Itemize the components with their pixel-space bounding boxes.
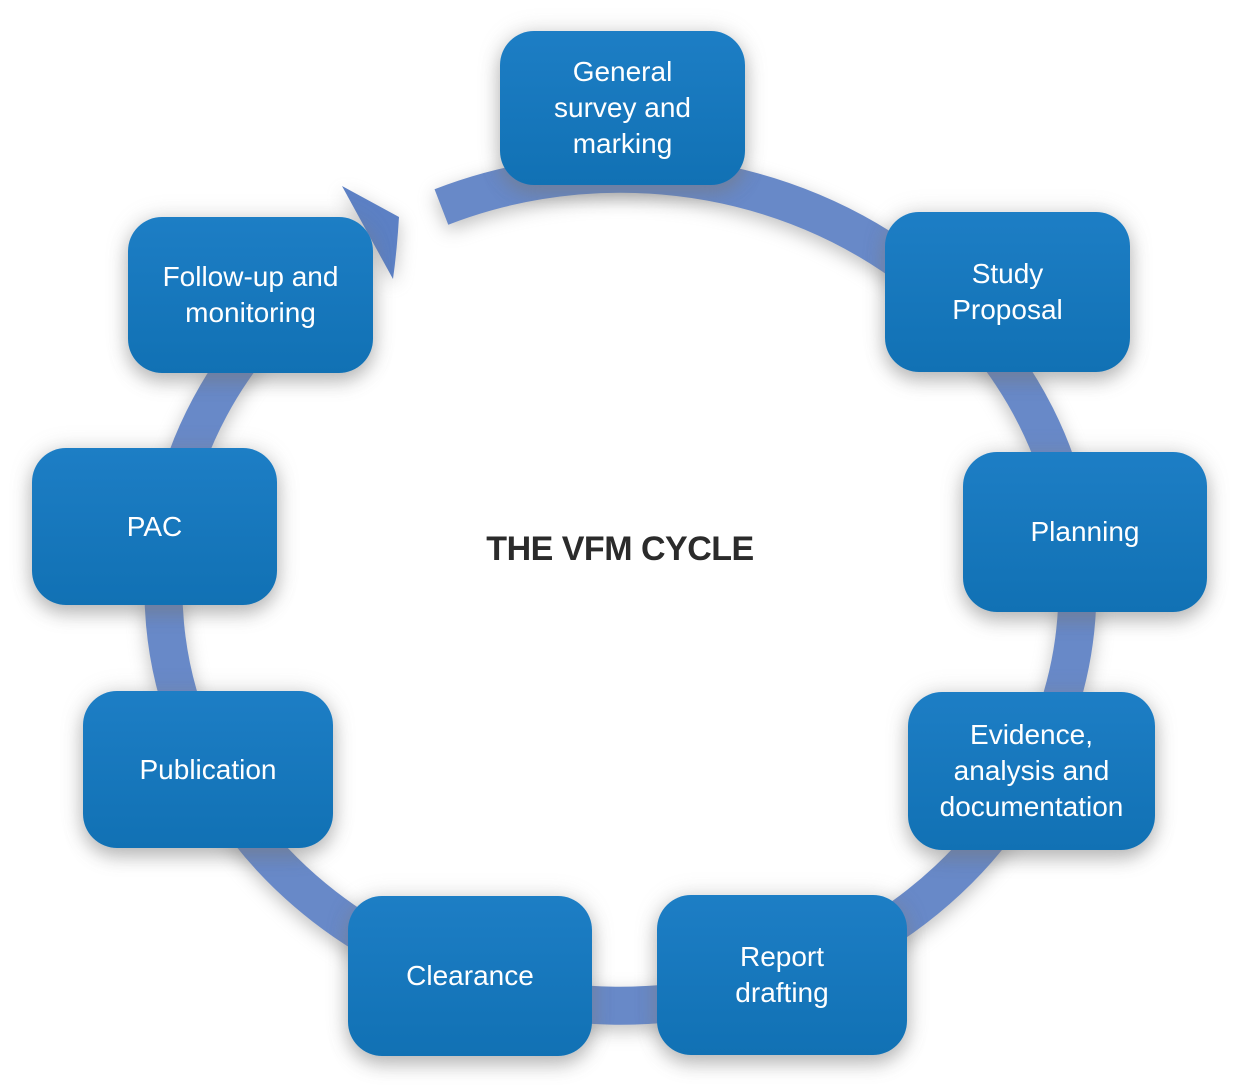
node-pac-label: PAC	[126, 510, 183, 542]
node-report-drafting: Report drafting	[657, 895, 907, 1055]
node-report-drafting-label: Report drafting	[735, 941, 829, 1008]
node-study-proposal: Study Proposal	[885, 212, 1130, 372]
node-study-proposal-label: Study Proposal	[952, 258, 1063, 325]
node-planning: Planning	[963, 452, 1207, 612]
node-evidence-analysis: Evidence, analysis and documentation	[908, 692, 1155, 850]
node-general-survey-label: General survey and marking	[554, 56, 691, 159]
cycle-arrowhead-icon	[342, 186, 399, 279]
node-clearance-label: Clearance	[406, 960, 534, 991]
node-evidence-analysis-label: Evidence, analysis and documentation	[939, 719, 1124, 822]
node-publication-label: Publication	[139, 753, 277, 785]
node-planning-label: Planning	[1030, 516, 1140, 547]
node-general-survey: General survey and marking	[500, 31, 745, 185]
node-follow-up-label: Follow-up and monitoring	[162, 261, 339, 328]
node-clearance: Clearance	[348, 896, 592, 1056]
node-follow-up: Follow-up and monitoring	[128, 217, 373, 373]
node-publication: Publication	[83, 691, 333, 848]
diagram-title: THE VFM CYCLE	[486, 530, 754, 568]
node-pac: PAC	[32, 448, 277, 605]
